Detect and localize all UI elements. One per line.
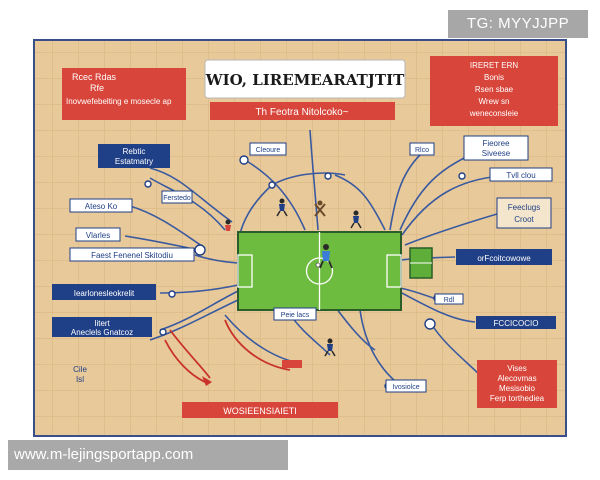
svg-text:Vises: Vises	[507, 364, 526, 373]
right-box-c: Feeclugs Croot	[496, 197, 552, 229]
svg-text:Tvll clou: Tvll clou	[506, 171, 535, 180]
svg-text:Rcec Rdas: Rcec Rdas	[72, 72, 117, 82]
right-box-f: Vises Alecovmas Mesisobio Ferp torthedie…	[477, 360, 557, 408]
svg-text:Alecovmas: Alecovmas	[497, 374, 536, 383]
svg-text:Ferp torthediea: Ferp torthediea	[490, 394, 545, 403]
right-box-a: Fieoree Siveese	[463, 135, 529, 161]
svg-text:orFcoitcowowe: orFcoitcowowe	[477, 254, 531, 263]
watermark-tg: TG: MYYJJPP	[448, 10, 588, 38]
svg-text:Wrew sn: Wrew sn	[479, 97, 510, 106]
svg-text:Estatmatry: Estatmatry	[115, 157, 153, 166]
player-figures	[202, 198, 362, 386]
left-box-f: Iitert Aneclels Gnatcoz	[52, 317, 152, 337]
svg-text:Siveese: Siveese	[482, 149, 511, 158]
svg-text:Aneclels Gnatcoz: Aneclels Gnatcoz	[71, 328, 133, 337]
svg-text:Rdl: Rdl	[444, 297, 455, 304]
top-right-box: IRERET ERN Bonis Rsen sbae Wrew sn wenec…	[430, 56, 558, 126]
left-box-a: Rebtic Estatmatry	[98, 144, 170, 168]
svg-text:Ivosiolce: Ivosiolce	[392, 384, 419, 391]
svg-text:Rsen sbae: Rsen sbae	[475, 85, 514, 94]
svg-text:IRERET ERN: IRERET ERN	[470, 61, 519, 70]
right-box-e: FCCICOCIO	[476, 316, 556, 329]
bottom-box: WOSIEENSIAIETI	[182, 402, 338, 418]
svg-text:weneconsleie: weneconsleie	[469, 109, 519, 118]
title-banner: WIO, LIREMEARATJTIT Th Feotra Nitolcoko~	[204, 59, 406, 120]
svg-text:Fieoree: Fieoree	[482, 139, 510, 148]
svg-text:Ateso Ko: Ateso Ko	[85, 202, 118, 211]
watermark-url: www.m-lejingsportapp.com	[8, 440, 288, 470]
top-left-box: Rcec Rdas Rfe Inovwefebelting e mosecle …	[62, 68, 186, 120]
subtitle-text: Th Feotra Nitolcoko~	[255, 107, 348, 118]
svg-text:Isl: Isl	[76, 375, 84, 384]
left-box-d: Faest Fenenel Skitodiu	[69, 247, 195, 262]
football-pitch	[237, 231, 402, 311]
svg-text:Mesisobio: Mesisobio	[499, 384, 536, 393]
left-box-b: Ateso Ko	[69, 198, 133, 213]
svg-text:Iearlonesleokrelit: Iearlonesleokrelit	[74, 289, 135, 298]
svg-text:FCCICOCIO: FCCICOCIO	[494, 319, 539, 328]
left-box-c: Vlarles	[75, 227, 121, 242]
svg-text:Croot: Croot	[514, 215, 534, 224]
svg-text:Rfe: Rfe	[90, 83, 104, 93]
left-box-g: Cile Isl	[73, 365, 87, 384]
svg-text:Rlco: Rlco	[415, 147, 429, 154]
svg-text:Feeclugs: Feeclugs	[508, 203, 540, 212]
svg-text:Vlarles: Vlarles	[86, 231, 110, 240]
svg-text:Inovwefebelting e mosecle ap: Inovwefebelting e mosecle ap	[66, 97, 172, 106]
svg-text:Peie lacs: Peie lacs	[281, 312, 310, 319]
svg-text:WOSIEENSIAIETI: WOSIEENSIAIETI	[223, 406, 297, 416]
right-box-b: Tvll clou	[489, 167, 553, 182]
svg-text:Faest Fenenel Skitodiu: Faest Fenenel Skitodiu	[91, 251, 173, 260]
node-labels: Cleoure Rlco Peie lacs Ferstedo Ivosiolc…	[161, 142, 464, 393]
title-text: WIO, LIREMEARATJTIT	[205, 71, 405, 89]
svg-text:Bonis: Bonis	[484, 73, 504, 82]
svg-text:Rebtic: Rebtic	[123, 147, 146, 156]
red-links	[164, 319, 291, 383]
svg-text:Cile: Cile	[73, 365, 87, 374]
svg-text:Ferstedo: Ferstedo	[163, 195, 191, 202]
right-box-d: orFcoitcowowe	[456, 249, 552, 265]
left-box-e: Iearlonesleokrelit	[52, 284, 156, 300]
mini-pitch	[409, 247, 433, 279]
svg-text:Cleoure: Cleoure	[256, 147, 281, 154]
svg-text:Iitert: Iitert	[94, 319, 110, 328]
